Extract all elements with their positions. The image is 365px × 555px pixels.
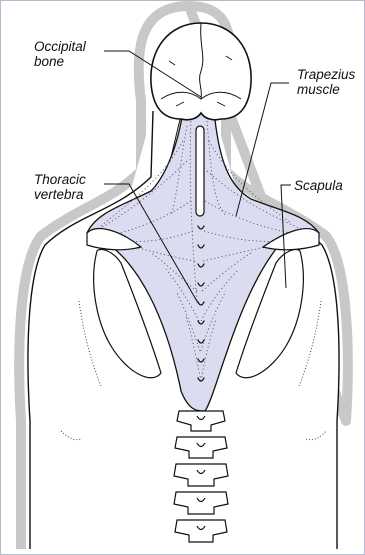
thoracic-vertebra-label: Thoracic vertebra: [34, 172, 86, 202]
trapezius-muscle-label: Trapezius muscle: [297, 67, 355, 97]
skull-icon: [151, 23, 251, 120]
nuchal-ligament: [196, 126, 204, 216]
occipital-bone-label: Occipital bone: [34, 39, 86, 69]
spine-icon: [174, 411, 228, 542]
scapula-label: Scapula: [294, 178, 343, 193]
